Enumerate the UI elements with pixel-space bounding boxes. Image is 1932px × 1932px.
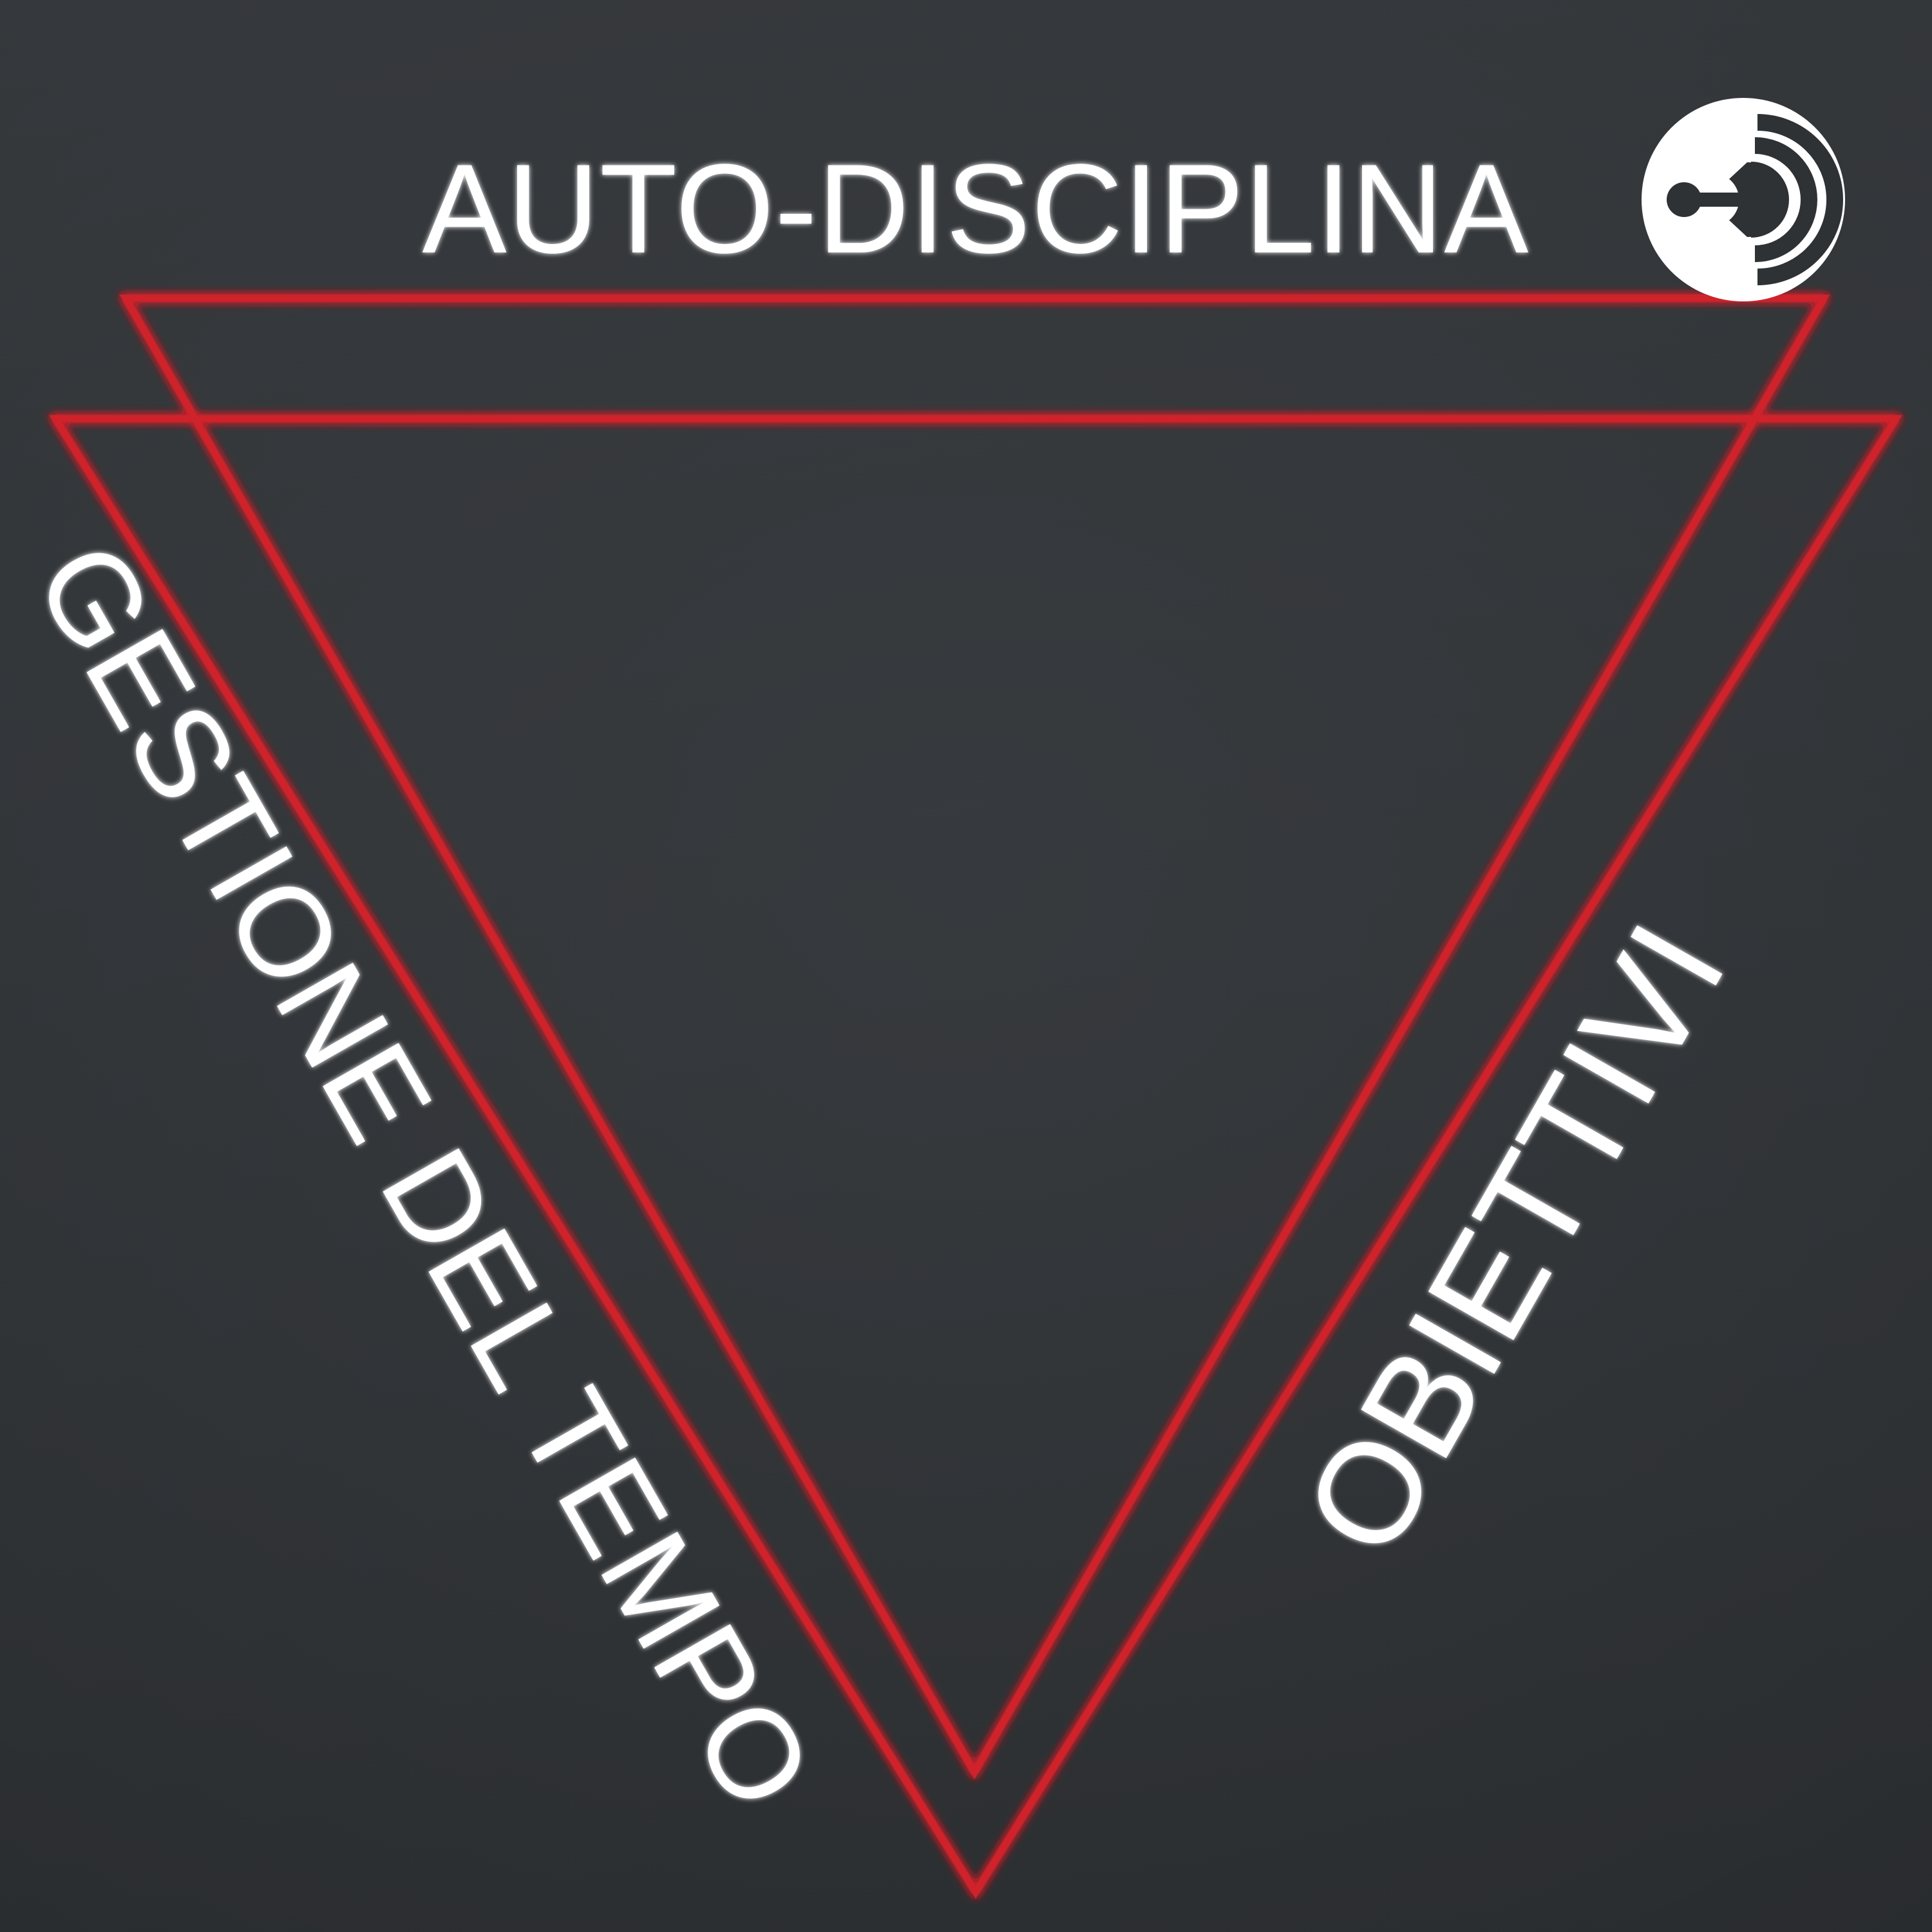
label-obiettivi: OBIETTIVI <box>1273 898 1756 1580</box>
anchor-podcast-badge[interactable] <box>1642 98 1845 301</box>
label-auto-disciplina: AUTO-DISCIPLINA <box>422 138 1529 279</box>
broadcast-icon <box>1667 114 1843 285</box>
triangle-outline-upper <box>119 294 1830 1780</box>
label-gestione-del-tempo: GESTIONE DEL TEMPO <box>9 520 841 1832</box>
triangle-outline-lower <box>49 415 1902 1899</box>
